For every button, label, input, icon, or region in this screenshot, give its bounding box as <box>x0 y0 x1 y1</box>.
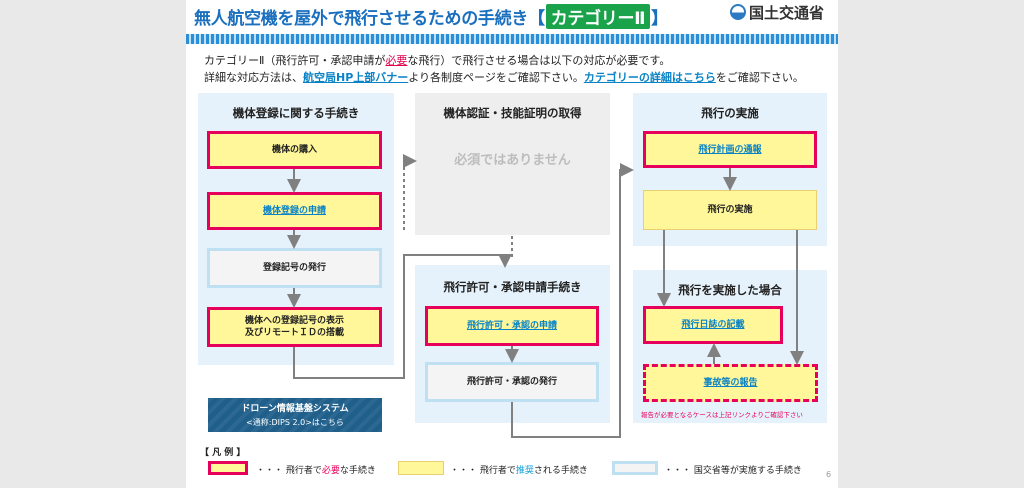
category-tag: カテゴリーⅡ <box>545 4 651 29</box>
title-bracket-open: 【 <box>528 9 545 29</box>
page-title: 無人航空機を屋外で飛行させるための手続き【カテゴリーⅡ】 <box>194 4 668 29</box>
registration-application-link[interactable]: 機体登録の申請 <box>262 206 326 216</box>
left-margin <box>0 0 186 488</box>
report-note: 報告が必要となるケースは上記リンクよりご確認下さい <box>641 411 803 419</box>
ministry-logo: 国土交通省 <box>730 2 824 23</box>
permit-column-title: 飛行許可・承認申請手続き <box>443 280 582 294</box>
legend-recommended-text: ・・・ 飛行者で推奨される手続き <box>450 466 588 476</box>
legend-title: 【 凡 例 】 <box>200 448 246 458</box>
certification-column-title: 機体認証・技能証明の取得 <box>443 106 582 120</box>
step-registration-application[interactable]: 機体登録の申請 <box>207 192 382 230</box>
banner-link[interactable]: 航空局HP上部バナー <box>303 71 409 84</box>
legend-required-text: ・・・ 飛行者で必要な手続き <box>256 466 376 476</box>
dips-banner[interactable]: ドローン情報基盤システム <通称:DIPS 2.0>はこちら <box>208 398 382 432</box>
not-required-text: 必須ではありません <box>454 153 571 168</box>
flight-log-link[interactable]: 飛行日誌の記載 <box>681 320 745 330</box>
step-permit-issued: 飛行許可・承認の発行 <box>425 362 599 402</box>
right-margin <box>838 0 1024 488</box>
intro-line-1: カテゴリーⅡ（飛行許可・承認申請が必要な飛行）で飛行させる場合は以下の対応が必要… <box>204 54 671 67</box>
step-permit-application[interactable]: 飛行許可・承認の申請 <box>425 306 599 346</box>
legend-swatch-government <box>612 461 658 475</box>
legend-government-text: ・・・ 国交省等が実施する手続き <box>664 466 802 476</box>
permit-application-link[interactable]: 飛行許可・承認の申請 <box>466 321 557 331</box>
title-text: 無人航空機を屋外で飛行させるための手続き <box>194 9 528 29</box>
arrow-permit-to-flight <box>511 163 634 438</box>
dips-subtitle: <通称:DIPS 2.0>はこちら <box>246 418 344 427</box>
arrow-registration-to-permit <box>293 254 512 379</box>
legend-swatch-recommended <box>398 461 444 475</box>
header-stripe <box>186 34 838 44</box>
legend-swatch-required <box>208 461 248 475</box>
title-bracket-close: 】 <box>651 9 668 29</box>
ministry-emblem-icon <box>730 4 746 20</box>
step-flight-log[interactable]: 飛行日誌の記載 <box>643 306 783 344</box>
step-issue-registration-code: 登録記号の発行 <box>207 248 382 288</box>
flight-column-title: 飛行の実施 <box>701 106 759 120</box>
step-accident-report[interactable]: 事故等の報告 <box>643 364 818 402</box>
accident-report-link[interactable]: 事故等の報告 <box>703 378 758 388</box>
step-purchase-aircraft: 機体の購入 <box>207 131 382 169</box>
step-display-code-remote-id: 機体への登録記号の表示及びリモートＩＤの搭載 <box>207 307 382 347</box>
ministry-name: 国土交通省 <box>749 4 825 22</box>
arrow-dotted-to-certification <box>403 154 417 230</box>
certification-column: 機体認証・技能証明の取得 必須ではありません <box>415 93 610 235</box>
required-emphasis: 必要 <box>385 54 408 67</box>
post-flight-column-title: 飛行を実施した場合 <box>678 283 782 297</box>
intro-text: カテゴリーⅡ（飛行許可・承認申請が必要な飛行）で飛行させる場合は以下の対応が必要… <box>204 52 804 86</box>
category-details-link[interactable]: カテゴリーの詳細はこちら <box>583 71 716 84</box>
page-number: 6 <box>826 470 832 479</box>
flight-plan-link[interactable]: 飛行計画の通報 <box>698 144 762 155</box>
intro-line-2: 詳細な対応方法は、航空局HP上部バナーより各制度ページをご確認下さい。カテゴリー… <box>204 71 804 84</box>
dips-title: ドローン情報基盤システム <box>241 404 349 414</box>
step-flight-plan-notification[interactable]: 飛行計画の通報 <box>643 131 817 168</box>
registration-column-title: 機体登録に関する手続き <box>232 106 360 120</box>
